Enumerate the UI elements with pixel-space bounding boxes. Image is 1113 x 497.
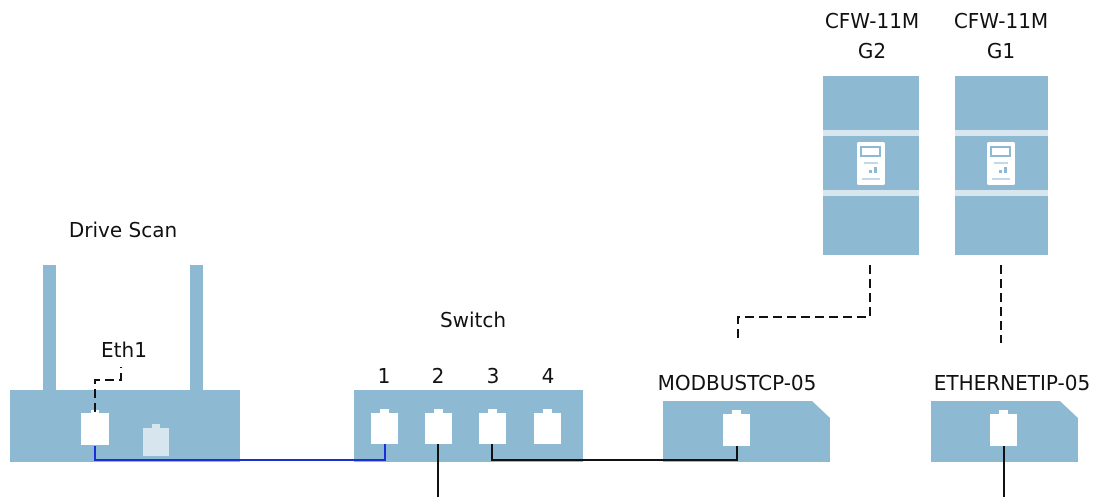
cable-eth1-to-switch-port1: [94, 444, 386, 461]
cfw-g1-label-line1: CFW-11M: [954, 9, 1048, 33]
antenna-left: [43, 265, 56, 392]
switch-label: Switch: [440, 308, 506, 332]
cfw11m-g1-drive: [955, 76, 1048, 255]
weg-logo-icon: [857, 142, 885, 185]
switch-port-2-label: 2: [432, 364, 445, 388]
cfw-g2-band-bottom: [823, 190, 919, 196]
antenna-right: [190, 265, 203, 392]
drive-scan-port-2: [143, 424, 169, 456]
eth1-label: Eth1: [101, 338, 147, 362]
switch-port-3[interactable]: [479, 409, 506, 444]
ethernetip-label: ETHERNETIP-05: [934, 371, 1090, 395]
modbus-module: [663, 401, 830, 462]
switch-port-4[interactable]: [534, 409, 561, 444]
switch-port-3-label: 3: [487, 364, 500, 388]
eth1-port[interactable]: [81, 410, 109, 445]
link-cfw-g2-to-modbus: [737, 265, 871, 341]
cable-switch-port3-to-modbus: [491, 444, 738, 461]
switch-port-4-label: 4: [542, 364, 555, 388]
switch-device: [354, 390, 583, 462]
cfw-g1-band-bottom: [955, 190, 1048, 196]
cfw-g1-band-top: [955, 130, 1048, 136]
cfw-g2-band-top: [823, 130, 919, 136]
drive-scan-device: [10, 265, 240, 462]
switch-port-1[interactable]: [371, 409, 398, 444]
ethernetip-module: [931, 401, 1078, 462]
cfw11m-g2-drive: [823, 76, 919, 255]
weg-logo-icon: [987, 142, 1015, 185]
drive-scan-body: [10, 390, 240, 462]
modbus-port[interactable]: [723, 410, 750, 446]
cfw-g1-label-line2: G1: [987, 39, 1015, 63]
drive-scan-label: Drive Scan: [69, 218, 177, 242]
ethernetip-port[interactable]: [990, 410, 1017, 446]
switch-port-1-label: 1: [378, 364, 391, 388]
cfw-g2-label-line1: CFW-11M: [825, 9, 919, 33]
modbus-label: MODBUSTCP-05: [658, 371, 817, 395]
eth1-leader-line: [94, 367, 122, 412]
cfw-g2-label-line2: G2: [858, 39, 886, 63]
switch-port-2[interactable]: [425, 409, 452, 444]
